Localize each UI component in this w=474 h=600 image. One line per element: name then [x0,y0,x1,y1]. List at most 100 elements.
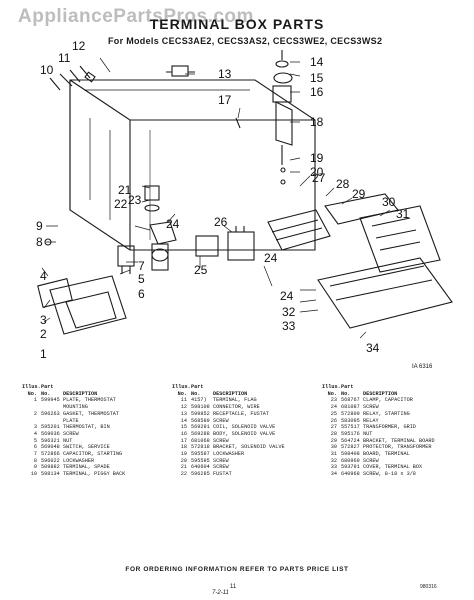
part-illus-number: 15 [180,424,187,431]
terminal-board [324,193,441,273]
part-row: MOUNTING [22,404,153,411]
callout-23: 23 [128,193,142,207]
header-no: No. [327,390,337,397]
part-number: 596022 [41,457,60,464]
solenoid-valve [272,50,293,185]
callout-21: 21 [118,183,132,197]
callout-25: 25 [194,263,208,277]
part-illus-number: 19 [180,451,187,458]
part-number: 564724 [341,437,360,444]
part-illus-number: 34 [330,471,337,478]
part-description: SCREW [63,430,79,437]
header-description: DESCRIPTION [363,390,398,397]
part-description: THERMOSTAT, BIN [63,424,110,431]
part-illus-number: 30 [330,444,337,451]
part-description: PROTECTOR, TRANSFORMER [363,444,432,451]
part-illus-number: 31 [330,451,337,458]
part-number: 568589 [191,417,210,424]
exploded-parts-diagram: 1 2 3 4 5 6 7 8 9 10 11 12 13 14 15 16 1… [36,39,453,370]
header-no: No. [177,390,187,397]
part-description: PLATE, THERMOSTAT [63,397,116,404]
part-illus-number: 21 [180,464,187,471]
part-number: 569048 [41,444,60,451]
thermostat-plate [37,275,127,335]
part-illus-number: 9 [33,464,37,471]
callout-18: 18 [310,115,324,129]
callout-28: 28 [336,177,350,191]
part-description: BRACKET, TERMINAL BOARD [363,437,435,444]
callout-24c: 24 [264,251,278,265]
figure-code: IA 6316 [412,364,433,370]
part-description: BOARD, TERMINAL [363,451,410,458]
callout-9: 9 [36,219,43,233]
part-illus-number: 10 [30,471,37,478]
callout-24b: 24 [280,289,294,303]
transformer [267,209,331,251]
callout-34: 34 [366,341,380,355]
callout-12: 12 [72,39,86,53]
terminal-box-cover [317,257,453,329]
part-description: TERMINAL, FLAG [213,397,257,404]
part-illus-number: 20 [180,457,187,464]
callout-16: 16 [310,85,324,99]
callout-31: 31 [396,207,410,221]
callout-7: 7 [138,259,145,273]
part-number: 640968 [341,471,360,478]
fustat [144,185,160,212]
part-number: 572809 [341,410,360,417]
screw-17 [235,117,241,129]
page-number: 11 [230,584,237,590]
part-description: NUT [363,430,373,437]
callout-labels: 1 2 3 4 5 6 7 8 9 10 11 12 13 14 15 16 1… [36,39,433,370]
wire-terminals [49,65,96,91]
fustat-receptacle [166,65,195,77]
part-description: RECEPTACLE, FUSTAT [213,410,270,417]
part-description: RELAY, STARTING [363,410,410,417]
header-illus: Illus. [22,384,41,390]
part-number: 4157) [191,397,207,404]
part-number: 598134 [41,471,60,478]
part-number: 568767 [341,397,360,404]
part-description: SCREW [213,417,229,424]
part-description: SCREW, 8-18 x 3/8 [363,471,416,478]
part-number: 595201 [41,424,60,431]
part-description: COVER, TERMINAL BOX [363,464,423,471]
model-subtitle: For Models CECS3AE2, CECS3AS2, CECS3WE2,… [108,36,383,46]
callout-22: 22 [114,197,128,211]
header-illus: Illus. [322,384,341,390]
part-description: TRANSFORMER, GRID [363,424,416,431]
table-header-row-2: No.No.DESCRIPTION [22,391,153,398]
part-illus-number: 4 [33,430,37,437]
callout-13: 13 [218,67,232,81]
relays [195,226,255,261]
part-number: 593791 [341,464,360,471]
part-number: 681087 [341,404,360,411]
part-description: RELAY [363,417,379,424]
ordering-footer: FOR ORDERING INFORMATION REFER TO PARTS … [125,566,349,573]
callout-30: 30 [382,195,396,209]
header-no2: No. [41,390,51,397]
callout-11: 11 [58,51,71,65]
part-description: PLATE [63,417,79,424]
part-description: SCREW [213,457,229,464]
part-number: 509882 [41,464,60,471]
part-number: 572827 [341,444,360,451]
callout-4: 4 [40,269,47,283]
part-number: 598408 [341,451,360,458]
document-code: 980316 [420,584,437,590]
